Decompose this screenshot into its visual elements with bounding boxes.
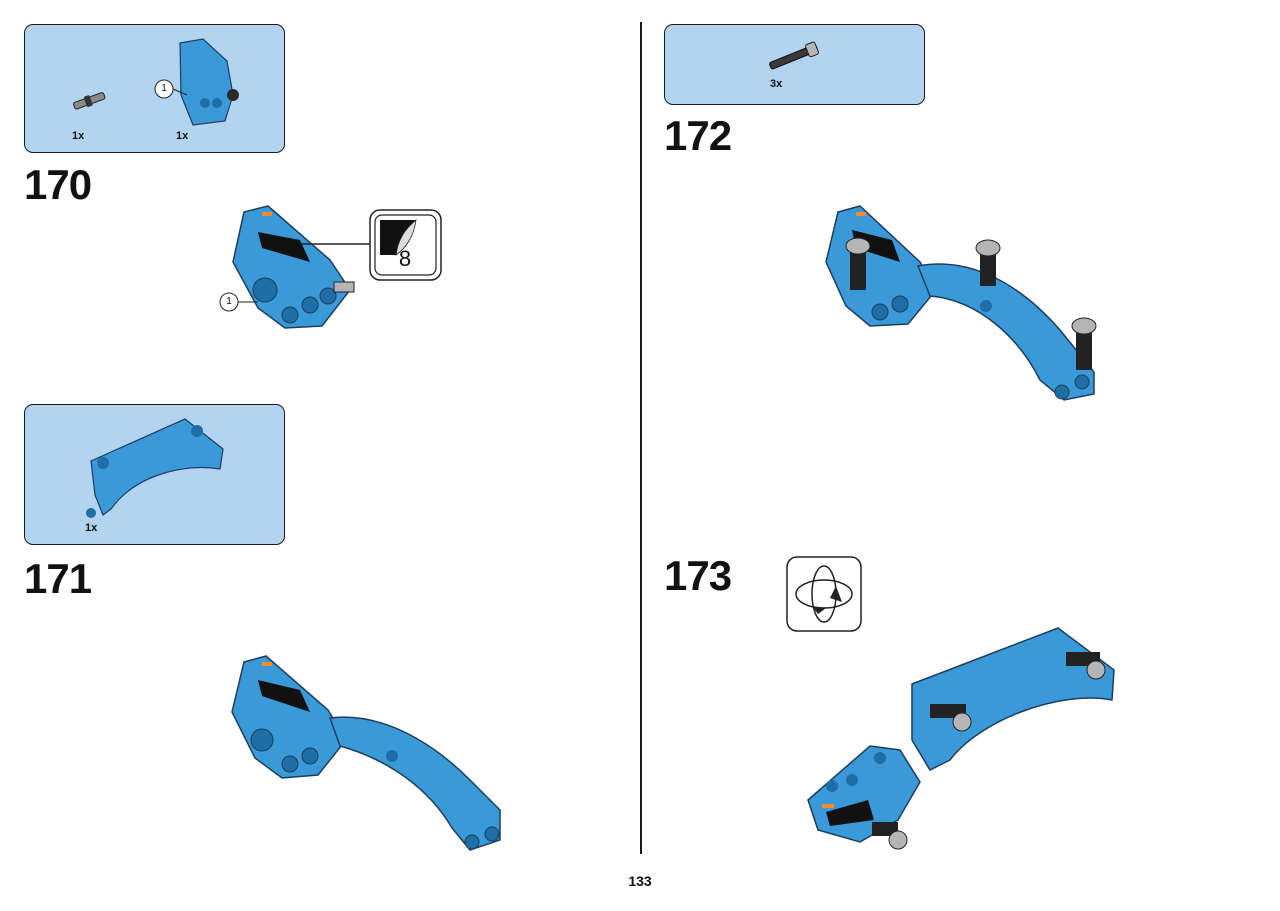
parts-art-171 xyxy=(86,418,224,518)
parts-box-171: 1x xyxy=(24,404,285,545)
callout-number: 1 xyxy=(161,83,167,94)
pin-icon xyxy=(930,704,972,732)
assembly-173 xyxy=(807,627,1115,843)
parts-art-172 xyxy=(769,41,820,70)
blue-arch-icon xyxy=(86,418,224,518)
pin-icon xyxy=(845,237,871,290)
pin-icon xyxy=(975,239,1001,286)
step-number-171: 171 xyxy=(24,555,92,602)
panel-with-arch xyxy=(231,655,501,851)
step-number-170: 170 xyxy=(24,161,92,208)
step-number-172: 172 xyxy=(664,112,732,159)
long-pin-icon xyxy=(769,41,820,70)
sticker-number: 8 xyxy=(398,246,412,271)
parts-box-172: 3x xyxy=(664,24,925,105)
pin-icon xyxy=(1071,317,1097,370)
page-number: 133 xyxy=(628,873,652,889)
blue-panel-icon xyxy=(179,38,239,126)
assembly-172 xyxy=(825,205,1095,401)
step-number-173: 173 xyxy=(664,552,732,599)
short-axle-pin-icon xyxy=(73,92,106,110)
part-qty: 1x xyxy=(176,130,189,142)
part-qty: 1x xyxy=(72,130,85,142)
part-qty: 3x xyxy=(770,78,783,90)
pin-icon xyxy=(872,822,908,850)
page-divider xyxy=(640,22,642,854)
blue-panel-assembly xyxy=(232,205,355,329)
parts-box-170: 1 1x 1x xyxy=(24,24,285,153)
part-qty: 1x xyxy=(85,522,98,534)
parts-art-170 xyxy=(73,38,239,126)
pin-icon xyxy=(1066,652,1106,680)
callout-number: 1 xyxy=(226,296,232,307)
